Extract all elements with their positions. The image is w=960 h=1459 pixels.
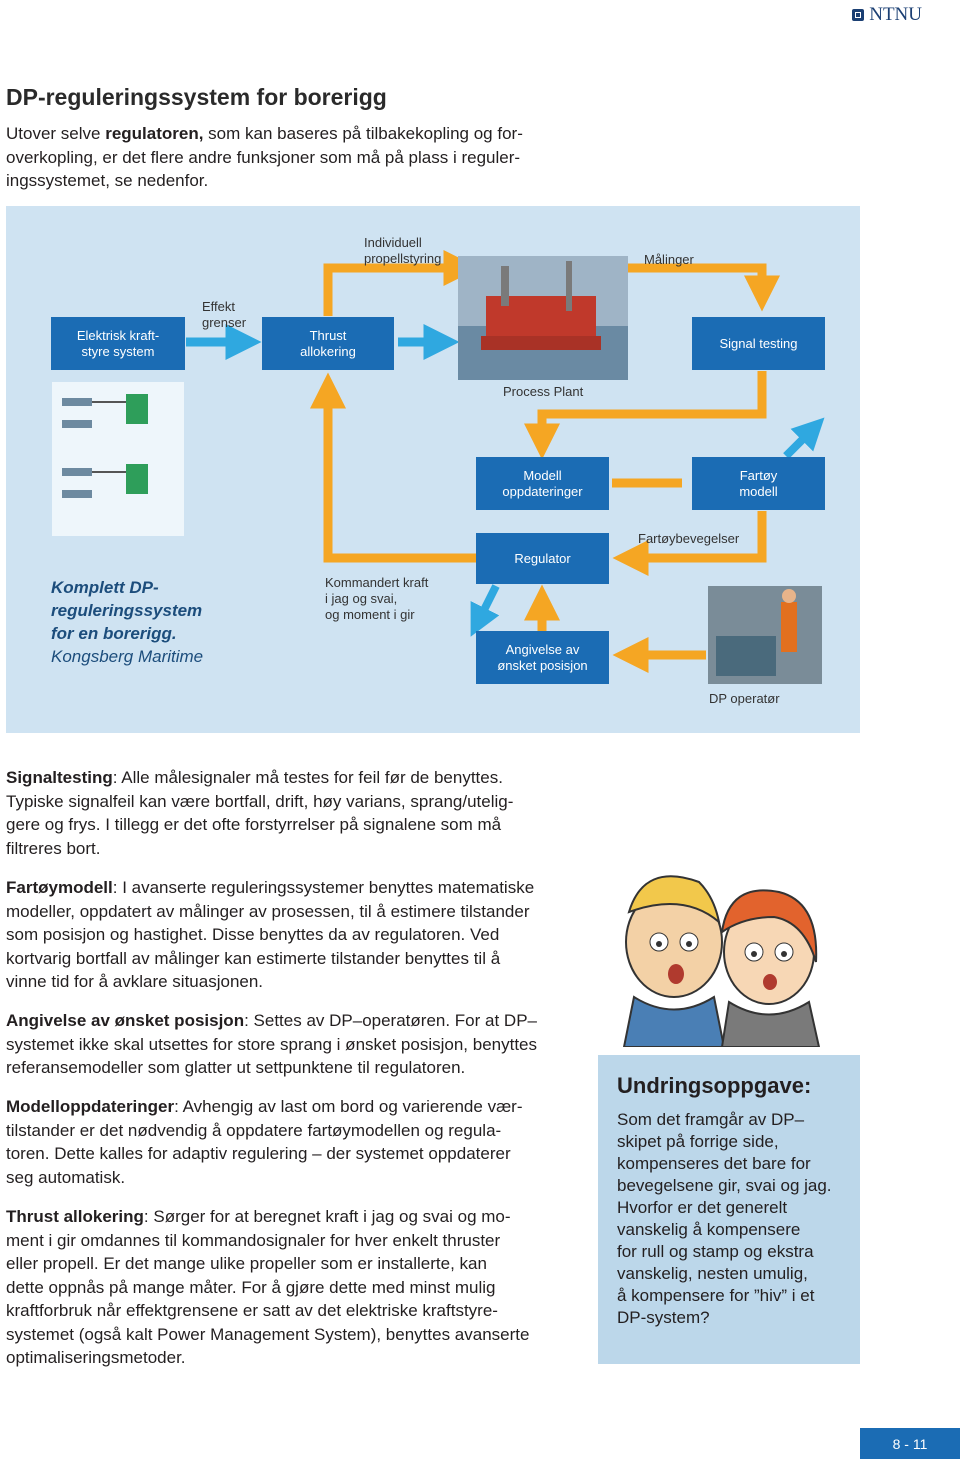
drilling-rig-image: [458, 256, 628, 380]
arrow-thrust-to-plant: [323, 250, 480, 316]
label-dp-operator: DP operatør: [709, 691, 780, 706]
undringsoppgave-box: Undringsoppgave: Som det framgår av DP– …: [598, 1055, 860, 1364]
paragraph-modelloppdateringer: Modelloppdateringer: Avhengig av last om…: [6, 1097, 523, 1187]
ntnu-logo: NTNU: [852, 4, 922, 26]
paragraph-thrust-allokering: Thrust allokering: Sørger for at beregne…: [6, 1207, 530, 1367]
label-malinger: Målinger: [644, 252, 694, 267]
dp-operator-image: [708, 586, 822, 684]
ntnu-logo-icon: [852, 9, 865, 21]
task-title: Undringsoppgave:: [617, 1073, 812, 1098]
arrow-signal-to-modell: [524, 371, 767, 460]
arrow-fartoy-to-regulator: [612, 511, 767, 576]
intro-paragraph: Utover selve regulatoren, som kan basere…: [6, 124, 523, 190]
diagram-arrows: [52, 250, 825, 684]
box-regulator: Regulator: [476, 533, 609, 584]
page-number: 8 - 11: [860, 1428, 960, 1459]
box-elektrisk-kraftstyre: Elektrisk kraft-styre system: [51, 317, 185, 370]
page-title: DP-reguleringssystem for borerigg: [6, 84, 387, 110]
arrow-plant-to-signal: [628, 263, 780, 312]
electrical-system-image: [52, 382, 184, 536]
label-fartoybevegelser: Fartøybevegelser: [638, 531, 740, 546]
arrow-fartoy-blue: [783, 417, 825, 459]
paragraph-angivelse: Angivelse av ønsket posisjon: Settes av …: [6, 1011, 538, 1077]
label-process-plant: Process Plant: [503, 384, 584, 399]
wondering-kids-illustration: [622, 875, 821, 1047]
paragraph-fartoymodell: Fartøymodell: I avanserte reguleringssys…: [6, 878, 535, 991]
arrow-regulator-blue: [470, 584, 500, 637]
ntnu-logo-text: NTNU: [869, 4, 922, 25]
task-text: Som det framgår av DP– skipet på forrige…: [617, 1110, 832, 1327]
paragraph-signaltesting: Signaltesting: Alle målesignaler må test…: [6, 768, 514, 858]
box-signal-testing: Signal testing: [692, 317, 825, 370]
arrow-regulator-to-thrust: [310, 372, 476, 563]
